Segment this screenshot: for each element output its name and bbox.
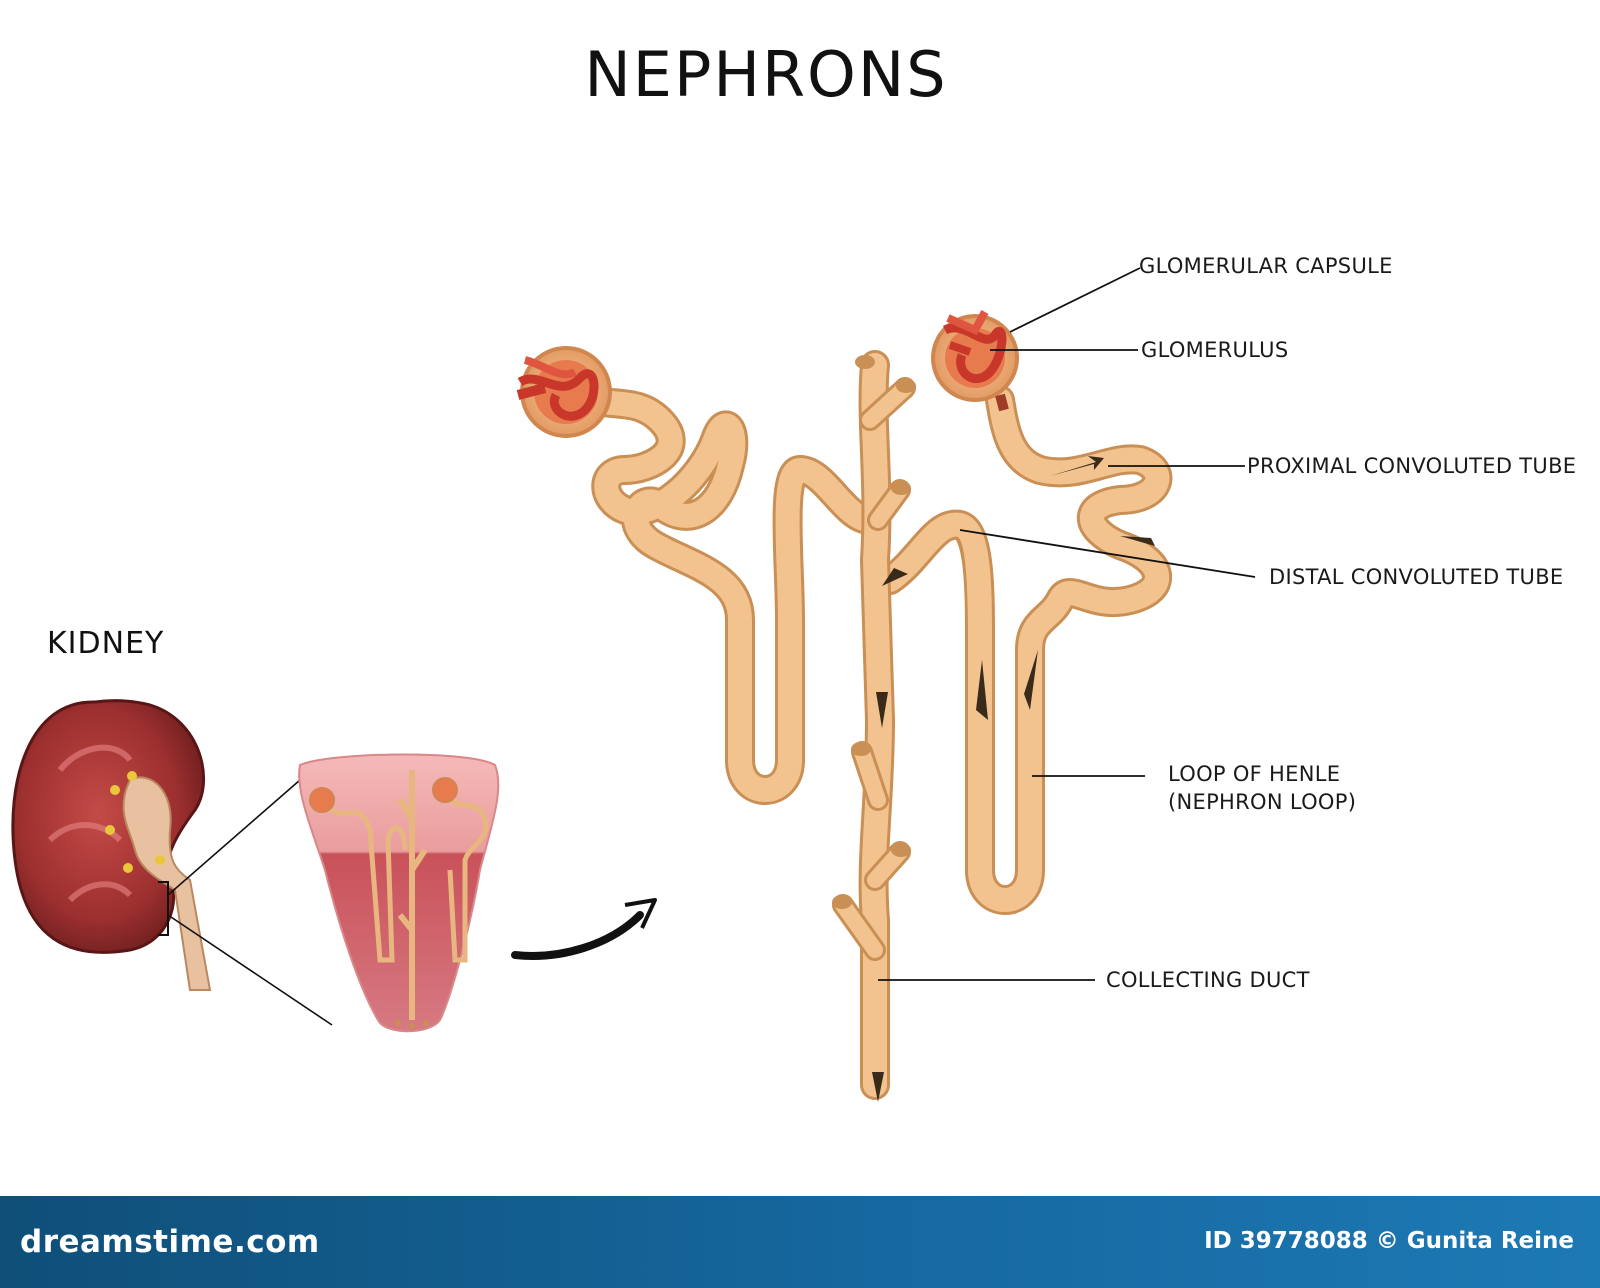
right-glomerulus <box>931 310 1019 412</box>
nephron-diagram <box>11 267 1256 1102</box>
right-nephron <box>875 385 1173 915</box>
kidney-illustration <box>11 699 333 1026</box>
brand-logo[interactable]: dreamstime.com <box>20 1224 320 1260</box>
flow-arrows <box>872 456 1155 1102</box>
collecting-duct <box>832 350 916 1100</box>
renal-pyramid <box>298 753 500 1033</box>
page-title: NEPHRONS <box>584 38 948 111</box>
nephron-tubules <box>570 350 1173 1100</box>
label-glomerular-capsule: GLOMERULAR CAPSULE <box>1139 254 1393 278</box>
footer-bar: dreamstime.com ID 39778088 © Gunita Rein… <box>0 1196 1600 1288</box>
image-credit: ID 39778088 © Gunita Reine <box>1204 1228 1574 1254</box>
label-proximal-convoluted-tube: PROXIMAL CONVOLUTED TUBE <box>1247 454 1577 478</box>
label-glomerulus: GLOMERULUS <box>1141 338 1289 362</box>
label-loop-of-henle: LOOP OF HENLE (NEPHRON LOOP) <box>1168 760 1356 816</box>
label-loop-of-henle-line1: LOOP OF HENLE <box>1168 762 1341 786</box>
left-glomerulus <box>516 346 612 438</box>
kidney-label: KIDNEY <box>47 626 165 661</box>
duct-openings <box>832 355 916 909</box>
leader-lines <box>878 267 1256 981</box>
left-nephron <box>570 380 885 805</box>
label-collecting-duct: COLLECTING DUCT <box>1106 968 1310 992</box>
label-loop-of-henle-line2: (NEPHRON LOOP) <box>1168 790 1357 814</box>
label-distal-convoluted-tube: DISTAL CONVOLUTED TUBE <box>1269 565 1564 589</box>
zoom-arrow <box>511 898 657 960</box>
